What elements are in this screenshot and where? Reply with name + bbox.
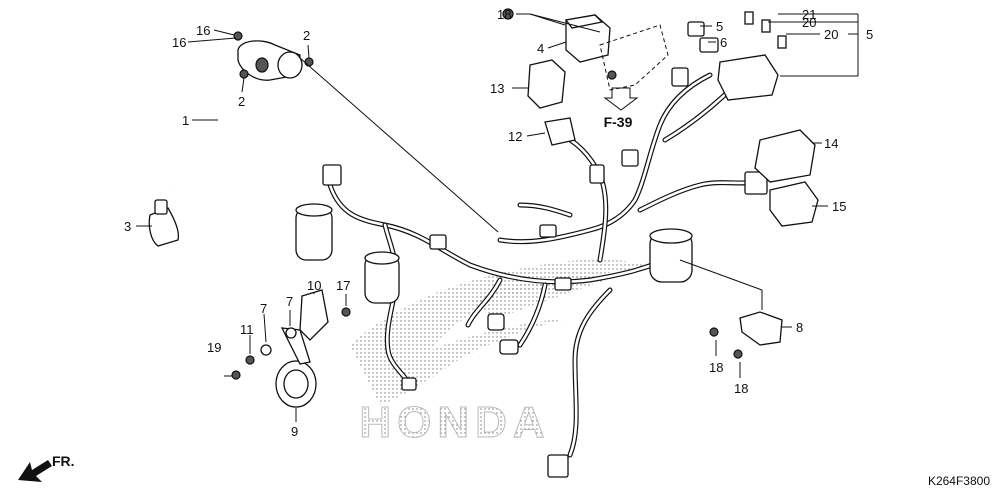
callout-7: 7 bbox=[260, 301, 267, 316]
callout-16: 16 bbox=[196, 23, 210, 38]
callout-6: 6 bbox=[720, 35, 727, 50]
fuse-box-assembly bbox=[687, 11, 787, 101]
callout-18: 18 bbox=[709, 360, 723, 375]
ignition-coil-assembly bbox=[148, 31, 314, 247]
honda-watermark-text: HONDA bbox=[359, 398, 550, 447]
callout-numbers: 16 16 2 2 1 3 18 4 5 6 13 12 14 15 21 20… bbox=[124, 7, 873, 439]
callout-18: 18 bbox=[734, 381, 748, 396]
callout-3: 3 bbox=[124, 219, 131, 234]
relays-and-covers bbox=[527, 59, 819, 227]
callout-16: 16 bbox=[172, 35, 186, 50]
leader-lines bbox=[136, 13, 859, 422]
callout-14: 14 bbox=[824, 136, 838, 151]
callout-10: 10 bbox=[307, 278, 321, 293]
callout-9: 9 bbox=[291, 424, 298, 439]
callout-15: 15 bbox=[832, 199, 846, 214]
section-ref-label: F-39 bbox=[604, 114, 633, 130]
sensor-part-8 bbox=[709, 311, 783, 359]
callout-5: 5 bbox=[716, 19, 723, 34]
front-arrow-label: FR. bbox=[52, 453, 75, 469]
section-reference: F-39 bbox=[603, 87, 639, 130]
drawing-code: K264F3800 bbox=[928, 474, 990, 488]
callout-13: 13 bbox=[490, 81, 504, 96]
callout-5: 5 bbox=[866, 27, 873, 42]
callout-2: 2 bbox=[303, 28, 310, 43]
callout-4: 4 bbox=[537, 41, 544, 56]
horn-assembly bbox=[231, 289, 351, 408]
control-module-bracket bbox=[502, 8, 669, 91]
honda-wing-watermark bbox=[350, 259, 650, 405]
callout-12: 12 bbox=[508, 129, 522, 144]
callout-7: 7 bbox=[286, 294, 293, 309]
harness-cylinders bbox=[295, 203, 693, 304]
callout-19: 19 bbox=[207, 340, 221, 355]
callout-20: 20 bbox=[802, 15, 816, 30]
callout-17: 17 bbox=[336, 278, 350, 293]
callout-18: 18 bbox=[497, 7, 511, 22]
harness-connectors bbox=[322, 67, 768, 478]
callout-11: 11 bbox=[240, 322, 254, 337]
callout-20: 20 bbox=[824, 27, 838, 42]
front-direction-arrow: FR. bbox=[18, 453, 75, 482]
callout-8: 8 bbox=[796, 320, 803, 335]
callout-2: 2 bbox=[238, 94, 245, 109]
callout-21: 21 bbox=[802, 7, 816, 22]
callout-1: 1 bbox=[182, 113, 189, 128]
